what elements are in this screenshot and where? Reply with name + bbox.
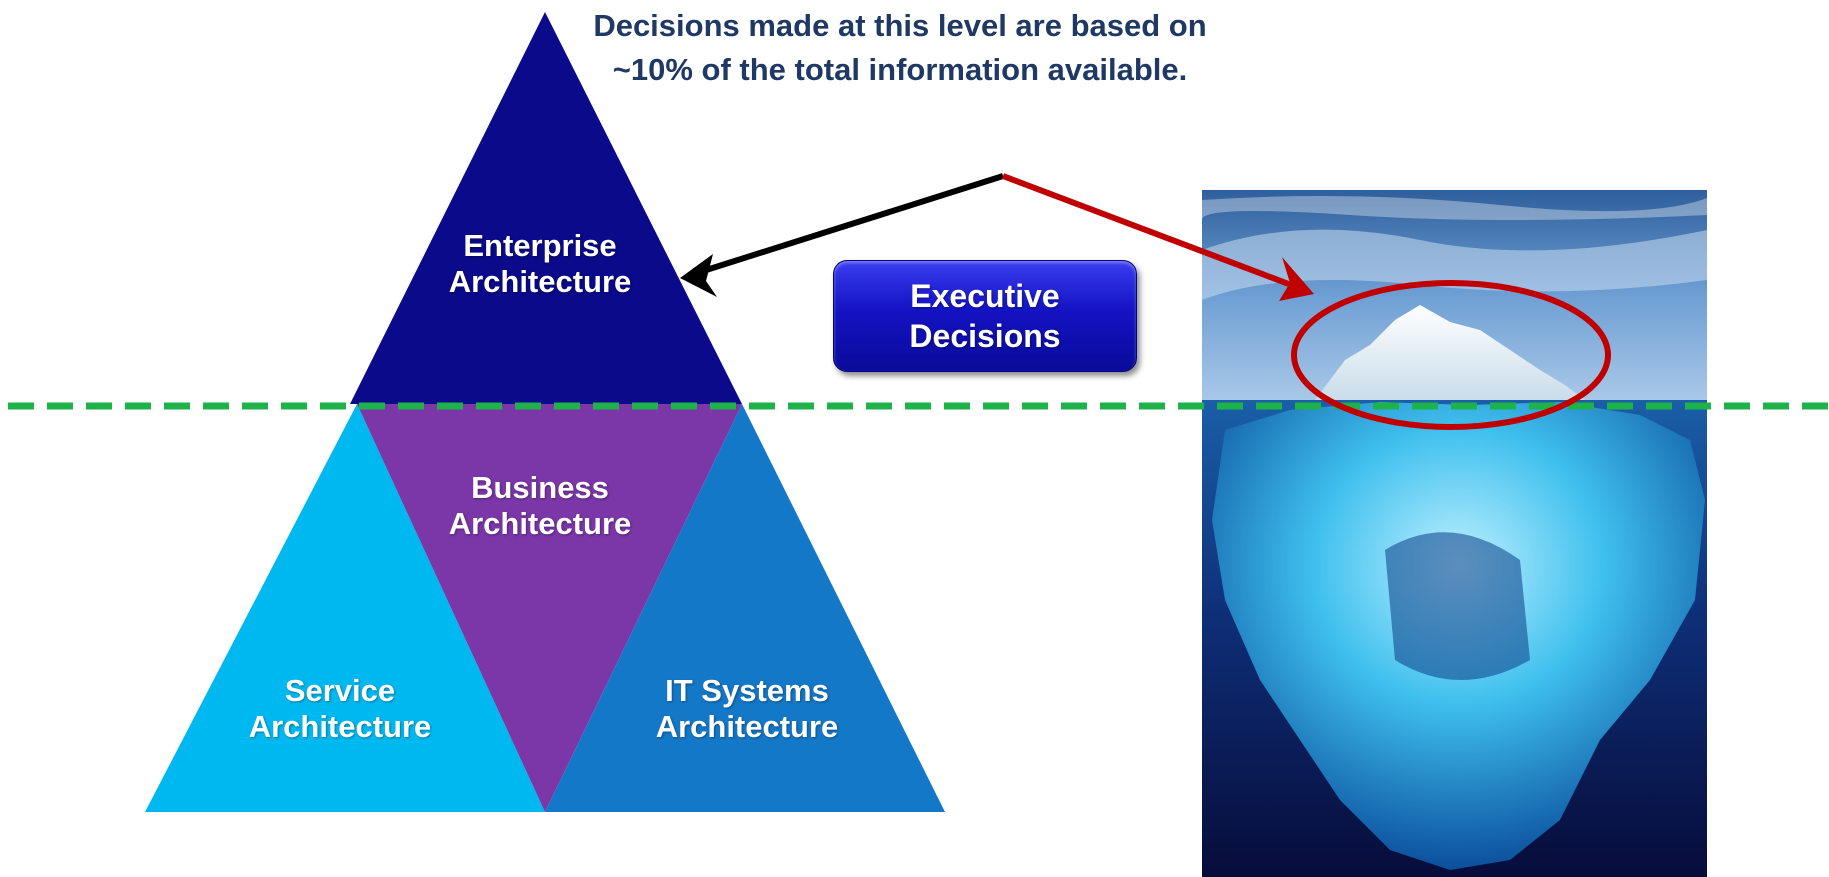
iceberg-clouds-2 xyxy=(1201,196,1707,220)
service-architecture-triangle xyxy=(145,404,545,812)
service-label-line-2: Architecture xyxy=(248,709,432,744)
arrow-to-iceberg-head xyxy=(1279,257,1314,301)
enterprise-label-line-2: Architecture xyxy=(448,264,632,299)
iceberg-image xyxy=(1201,190,1707,877)
business-label-line-1: Business xyxy=(471,470,609,505)
enterprise-architecture-triangle xyxy=(350,12,742,404)
iceberg-tip-highlight-ellipse xyxy=(1291,280,1611,430)
architecture-pyramid xyxy=(145,12,945,812)
service-architecture-label: Service Architecture xyxy=(190,673,490,745)
arrow-to-iceberg xyxy=(1001,173,1296,289)
arrow-to-pyramid xyxy=(699,173,1004,275)
it-systems-label-line-2: Architecture xyxy=(655,709,839,744)
enterprise-architecture-label: Enterprise Architecture xyxy=(390,228,690,300)
iceberg-underwater-shadow xyxy=(1385,532,1530,680)
business-label-line-2: Architecture xyxy=(448,506,632,541)
executive-decisions-line-1: Executive xyxy=(910,278,1060,314)
information-note-line-2: ~10% of the total information available. xyxy=(612,52,1188,87)
it-systems-label-line-1: IT Systems xyxy=(665,673,829,708)
service-label-line-1: Service xyxy=(284,673,396,708)
information-note-line-1: Decisions made at this level are based o… xyxy=(593,8,1207,43)
executive-decisions-button[interactable]: Executive Decisions xyxy=(833,260,1137,372)
enterprise-label-line-1: Enterprise xyxy=(463,228,617,263)
it-systems-architecture-triangle xyxy=(545,404,945,812)
information-note: Decisions made at this level are based o… xyxy=(560,4,1240,92)
business-architecture-label: Business Architecture xyxy=(390,470,690,542)
iceberg-clouds xyxy=(1202,229,1707,300)
arrow-to-pyramid-head xyxy=(680,254,717,297)
it-systems-architecture-label: IT Systems Architecture xyxy=(597,673,897,745)
business-architecture-triangle xyxy=(357,404,742,812)
executive-decisions-line-2: Decisions xyxy=(909,318,1061,354)
iceberg-peak xyxy=(1315,305,1585,400)
